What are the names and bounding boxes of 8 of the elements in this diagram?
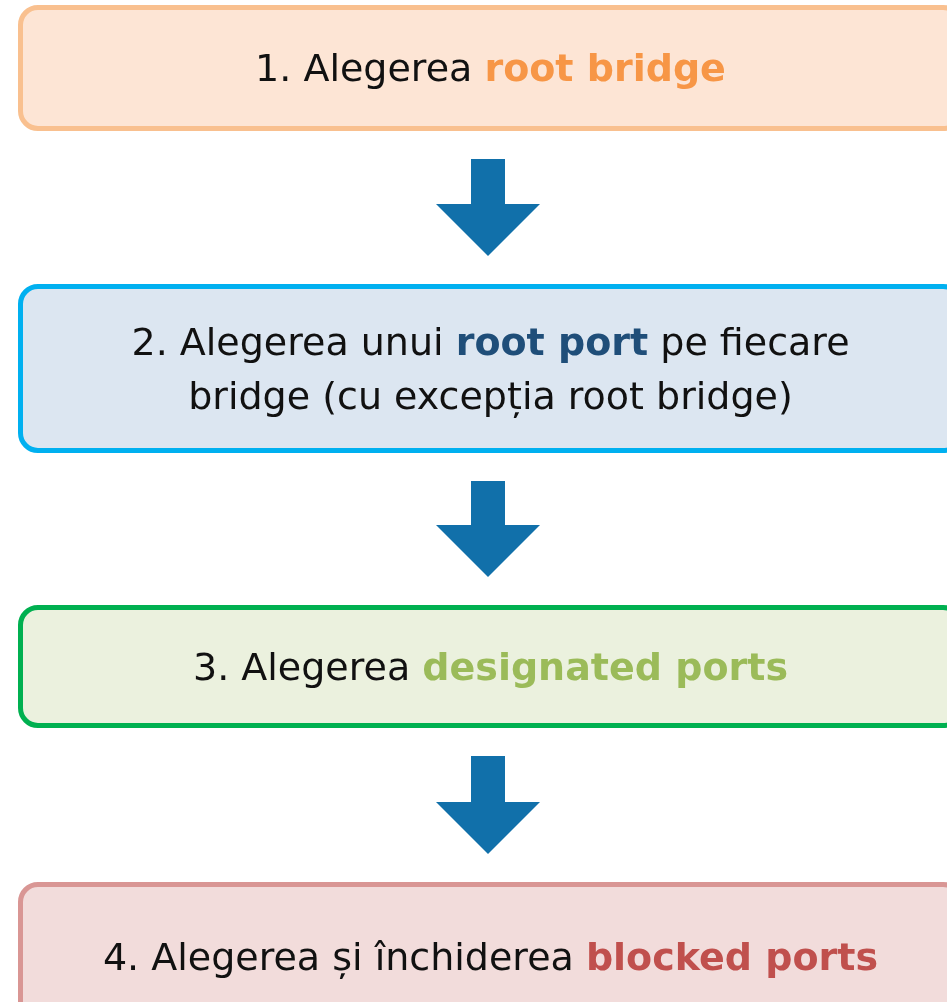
step-box (18, 882, 947, 1002)
step-box (18, 284, 947, 453)
step-text: 3. Alegerea designated ports (193, 643, 788, 691)
step-text: 1. Alegerea root bridge (255, 45, 726, 92)
step-box (18, 605, 947, 728)
step-text: 4. Alegerea și închiderea blocked ports (102, 934, 879, 981)
step-box (18, 5, 947, 131)
step-text: 2. Alegerea unui root port pe fiecare bridge (cu excepția root bridge) (130, 318, 851, 420)
